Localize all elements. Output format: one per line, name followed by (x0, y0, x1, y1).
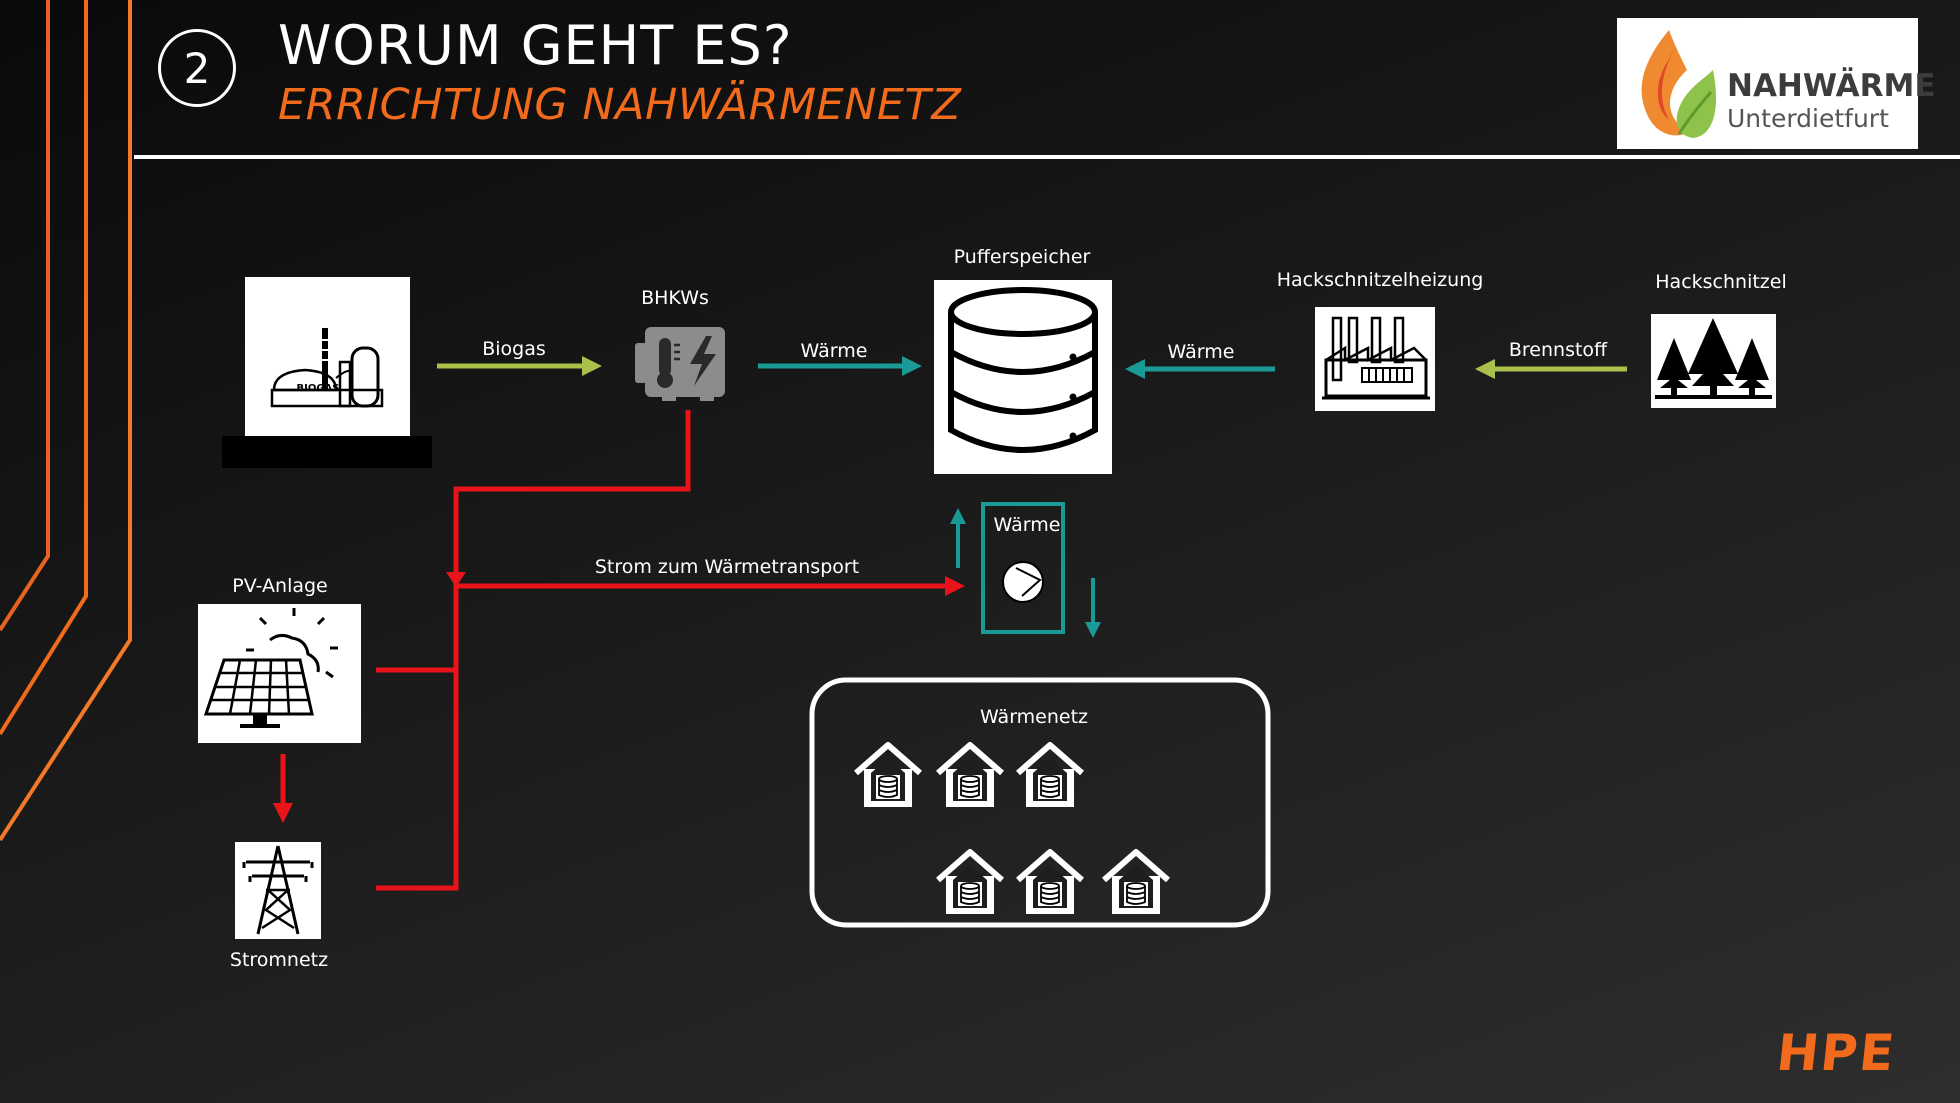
houses-group (856, 745, 1168, 914)
bhkw-icon (635, 327, 725, 401)
power-junction-arrowhead (446, 572, 466, 587)
house-icon (938, 852, 1002, 914)
step-number-badge: 2 (158, 29, 236, 107)
buffer-storage-label: Pufferspeicher (953, 246, 1091, 268)
power-transport-label: Strom zum Wärmetransport (594, 556, 860, 578)
power-lines (273, 410, 965, 891)
chip-heating-label: Hackschnitzelheizung (1276, 269, 1484, 291)
house-icon (856, 745, 920, 807)
house-icon (1104, 852, 1168, 914)
grid-label: Stromnetz (229, 949, 329, 971)
biogas-plant-icon (222, 277, 432, 468)
house-icon (1018, 852, 1082, 914)
logo: NAHWÄRME Unterdietfurt (1617, 18, 1936, 149)
pump-box-label: Wärme (993, 514, 1061, 536)
power-pylon-icon (235, 842, 321, 939)
pv-label: PV-Anlage (232, 575, 328, 597)
page-subtitle: ERRICHTUNG NAHWÄRMENETZ (278, 80, 962, 130)
step-number: 2 (183, 43, 211, 93)
biogas-flow-label: Biogas (482, 338, 546, 360)
decorative-stripes (0, 0, 132, 842)
wood-chips-trees-icon (1651, 314, 1776, 408)
heat-network-label: Wärmenetz (979, 706, 1089, 728)
heat-network-box (809, 677, 1271, 928)
bhkw-label: BHKWs (641, 287, 709, 309)
flame-leaf-icon (1641, 30, 1717, 138)
pump-box (981, 502, 1065, 634)
pv-panel-icon (198, 604, 361, 743)
fuel-flow-label: Brennstoff (1508, 339, 1608, 361)
wood-chips-label: Hackschnitzel (1655, 271, 1787, 293)
house-icon (938, 745, 1002, 807)
heat-flow-label-chip: Wärme (1167, 341, 1235, 363)
logo-subtitle: Unterdietfurt (1727, 104, 1889, 133)
logo-title: NAHWÄRME (1727, 68, 1936, 104)
hpe-logo: HPE (1773, 1024, 1899, 1082)
buffer-storage-icon (934, 280, 1112, 474)
heat-flow-label-bhkw: Wärme (800, 340, 868, 362)
biogas-icon-text: BIOGAS (296, 383, 340, 394)
page-title: WORUM GEHT ES? (278, 14, 793, 77)
house-icon (1018, 745, 1082, 807)
chip-heating-icon (1315, 307, 1435, 411)
